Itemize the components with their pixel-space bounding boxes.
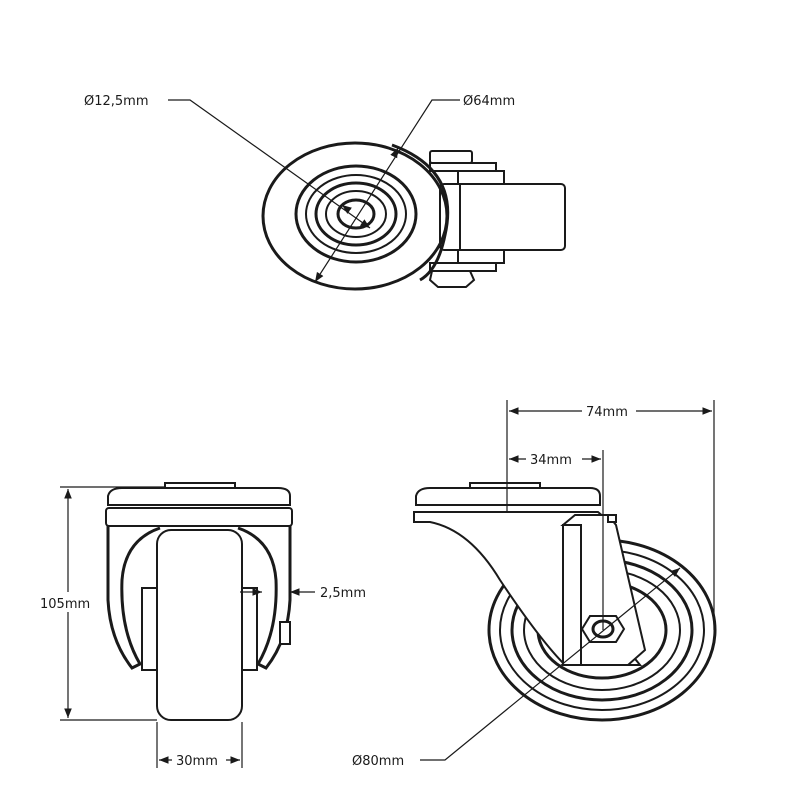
side-view: 74mm 34mm Ø80mm	[352, 400, 717, 769]
label-plate-diameter: Ø64mm	[463, 94, 515, 109]
label-swivel-offset: 34mm	[530, 453, 572, 468]
front-view: 105mm 30mm 2,5mm	[36, 482, 366, 770]
leader-plate	[314, 99, 460, 283]
label-bolt-hole-diameter: Ø12,5mm	[84, 94, 149, 109]
top-view: Ø12,5mm Ø64mm	[84, 94, 566, 291]
leader-wheel-diameter	[420, 567, 681, 761]
label-overall-offset: 74mm	[586, 405, 628, 420]
bolt-hole	[336, 198, 376, 230]
label-fork-clearance: 2,5mm	[320, 586, 366, 601]
leader-bolt-hole	[168, 99, 371, 229]
bracket-top	[428, 150, 566, 288]
label-overall-height: 105mm	[40, 597, 90, 612]
label-wheel-diameter: Ø80mm	[352, 754, 404, 769]
label-wheel-width: 30mm	[176, 754, 218, 769]
wheel-front	[156, 529, 243, 721]
